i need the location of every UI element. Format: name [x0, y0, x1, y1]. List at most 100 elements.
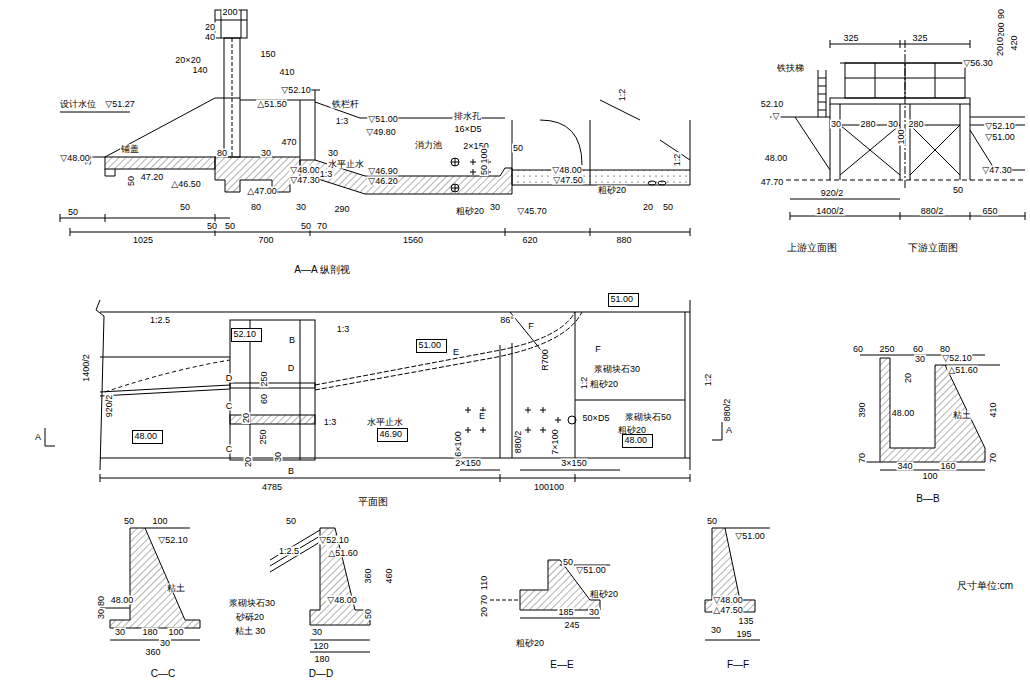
drawing-label: 325	[911, 34, 928, 43]
elevation-value: 48.00	[135, 431, 158, 441]
drawing-label: B	[287, 467, 295, 476]
drawing-label: 铁扶梯	[776, 64, 805, 73]
drawing-label: 120	[312, 642, 329, 651]
drawing-label: D—D	[308, 669, 334, 679]
drawing-label: 水平止水	[327, 160, 365, 169]
drawing-label: 浆砌块石50	[624, 413, 672, 422]
drawing-label: 30	[311, 628, 323, 637]
drawing-label: 浆砌块石30	[228, 599, 276, 608]
drawing-label: 250	[260, 370, 269, 387]
drawing-label: 20	[996, 45, 1005, 57]
drawing-label: 700	[257, 236, 274, 245]
drawing-label: ▽46.20	[367, 177, 398, 186]
drawing-label: 水平止水	[366, 418, 404, 427]
drawing-label: 100	[897, 128, 906, 145]
drawing-label: 30	[887, 120, 899, 129]
drawing-label: 铺盖	[120, 145, 140, 154]
drawing-label: 粘土	[166, 584, 186, 593]
drawing-label: 70	[989, 452, 998, 464]
drawing-label: 1:3	[335, 117, 350, 126]
drawing-label: R700	[541, 348, 550, 372]
drawing-label: 上游立面图	[786, 243, 838, 253]
drawing-label: 470	[280, 138, 297, 147]
drawing-label: 16×D5	[454, 125, 483, 134]
drawing-label: ▽52.10	[157, 536, 188, 545]
drawing-label: 20×20	[174, 56, 201, 65]
drawing-label: △47.00	[246, 187, 277, 196]
drawing-label: 48.00	[891, 409, 916, 418]
drawing-label: 20	[904, 372, 913, 384]
drawing-label: 360	[364, 567, 373, 584]
drawing-label: ▽51.00	[367, 115, 398, 124]
drawing-label: 100	[151, 517, 168, 526]
drawing-label: 185	[557, 608, 574, 617]
drawing-label: 30	[260, 149, 272, 158]
drawing-label: 粘土	[952, 411, 972, 420]
drawing-label: 410	[989, 401, 998, 418]
drawing-label: 1:2.5	[278, 547, 300, 556]
drawing-label: ▽48.00	[712, 596, 743, 605]
drawing-label: 1400/2	[815, 207, 845, 216]
drawing-label: △51.60	[947, 366, 978, 375]
drawing-label: 920/2	[105, 394, 114, 419]
drawing-label: 50	[67, 208, 79, 217]
drawing-label: 粗砂20	[589, 590, 619, 599]
drawing-label: 250	[878, 345, 895, 354]
drawing-label: ▽48.00	[289, 166, 320, 175]
elevation-box: 52.10	[231, 328, 262, 342]
drawing-label: 2×150	[454, 459, 481, 468]
drawing-label: 50	[662, 203, 674, 212]
drawing-label: C—C	[150, 669, 176, 679]
elevation-box: 51.00	[416, 339, 447, 353]
drawing-label: A	[34, 433, 42, 442]
drawing-label: ▽47.30	[289, 176, 320, 185]
drawing-label: 1400/2	[82, 353, 91, 383]
drawing-label: 100100	[533, 483, 565, 492]
drawing-label: 30	[710, 626, 722, 635]
drawing-label: ▽52.10	[318, 536, 349, 545]
drawing-label: 粗砂20	[515, 639, 545, 648]
drawing-label: 50	[123, 517, 135, 526]
drawing-label: 880/2	[723, 398, 732, 423]
drawing-label: 20	[204, 23, 216, 32]
drawing-label: ▽52.10	[984, 122, 1015, 131]
drawing-label: 3×150	[560, 459, 587, 468]
drawing-label: ▽49.80	[365, 128, 396, 137]
drawing-label: 200	[221, 8, 238, 17]
drawing-label: 920/2	[820, 189, 845, 198]
drawing-label: 1:2	[618, 88, 627, 103]
drawing-label: 设计水位	[59, 100, 97, 109]
drawing-label: 245	[563, 621, 580, 630]
drawing-label: 30	[489, 203, 501, 212]
drawing-label: 52.10	[760, 100, 785, 109]
drawing-label: 30	[830, 120, 842, 129]
drawing-label: 1:2	[704, 373, 713, 388]
drawing-label: 390	[858, 401, 867, 418]
drawing-label: 铁栏杆	[331, 100, 360, 109]
drawing-label: ▽51.00	[734, 532, 765, 541]
drawing-label: ▽46.90	[367, 167, 398, 176]
drawing-label: 粘土 30	[234, 627, 267, 636]
drawing-label: 30	[274, 451, 283, 463]
drawing-label: 880	[615, 236, 632, 245]
drawing-label: 消力池	[414, 141, 443, 150]
drawing-label: 80	[250, 203, 262, 212]
drawing-label: 280	[907, 120, 924, 129]
drawing-label: 420	[1010, 34, 1019, 51]
drawing-label: ▽48.00	[326, 596, 357, 605]
drawing-label: E—E	[549, 660, 574, 670]
drawing-label: 50	[480, 164, 489, 176]
drawing-label: 460	[385, 567, 394, 584]
drawing-label: 50	[224, 222, 236, 231]
drawing-label: 50	[562, 558, 574, 567]
drawing-label: 135	[737, 617, 754, 626]
drawing-label: 250	[259, 428, 268, 445]
drawing-label: 47.20	[140, 173, 165, 182]
drawing-label: 1:2	[580, 376, 589, 391]
drawing-label: 尺寸单位:cm	[956, 581, 1014, 591]
drawing-label: 280	[859, 120, 876, 129]
drawing-label: 20	[244, 456, 253, 468]
drawing-label: 410	[278, 68, 295, 77]
drawing-label: 50	[206, 222, 218, 231]
drawing-label: 粗砂20	[597, 186, 627, 195]
